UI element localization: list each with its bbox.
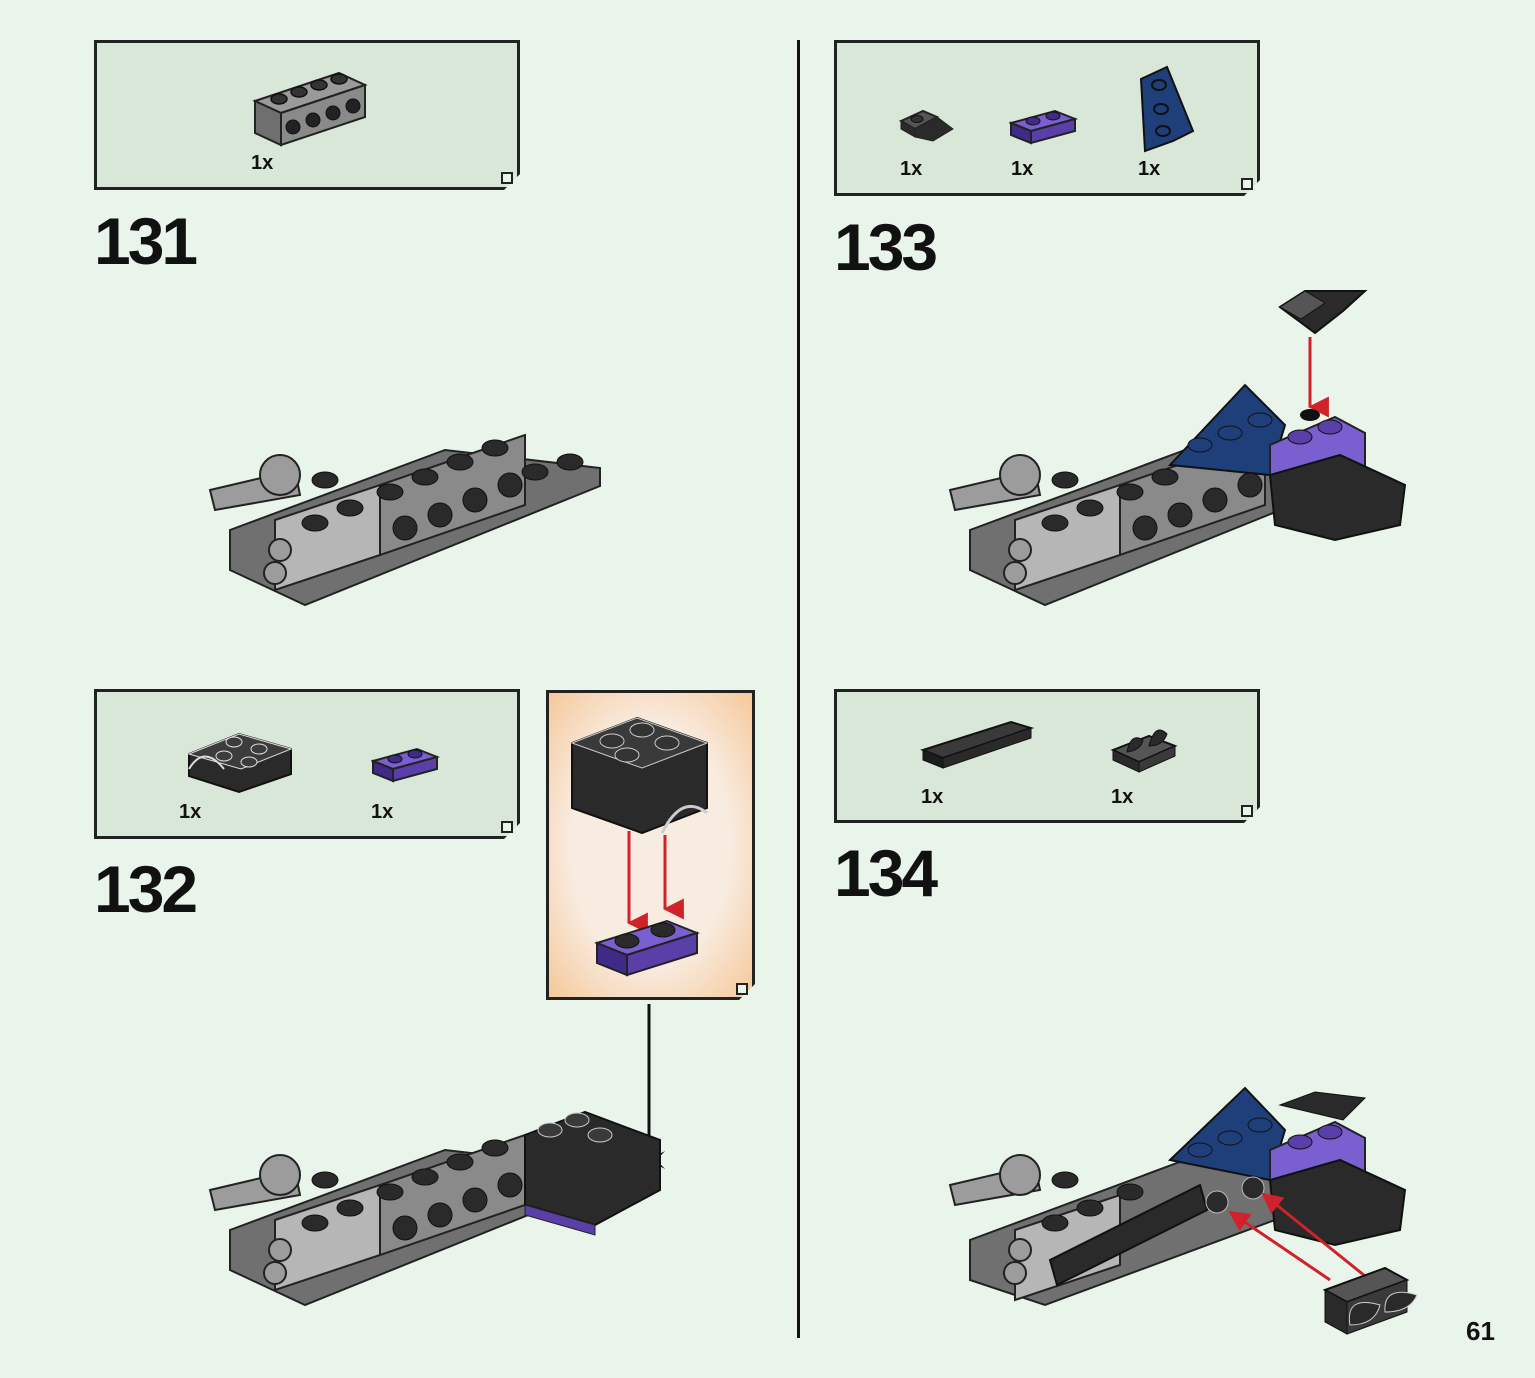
step-number-133: 133 [834,210,938,284]
sub-assembly-drawing [567,713,737,983]
corner-mark-icon [501,172,513,184]
part-qty: 1x [1138,158,1161,180]
black-1x4-tile-icon [919,716,1039,776]
model-step-131 [208,433,601,607]
blue-wedge-plate-icon [1133,63,1197,155]
page-number: 61 [1466,1316,1495,1346]
corner-mark-icon [1241,805,1253,817]
parts-list-132: 1x 1x [94,689,520,839]
purple-1x2-plate-icon [371,747,441,787]
step-number-131: 131 [94,204,198,278]
black-tooth-plate-icon [897,107,957,147]
corner-mark-icon [736,983,748,995]
black-bracket-icon [179,714,299,794]
model-step-133 [948,290,1407,607]
corner-mark-icon [1241,178,1253,190]
model-step-134 [948,1086,1418,1335]
part-qty: 1x [371,801,394,823]
parts-list-134: 1x 1x [834,689,1260,823]
page-divider [797,40,800,1338]
model-step-132 [208,1004,666,1307]
step-number-132: 132 [94,852,198,926]
part-qty: 1x [179,801,202,823]
black-double-tooth-plate-icon [1109,720,1179,776]
purple-1x2-plate-icon [1009,109,1079,149]
parts-list-133: 1x 1x 1x [834,40,1260,196]
part-qty: 1x [900,158,923,180]
step-number-134: 134 [834,836,938,910]
corner-mark-icon [501,821,513,833]
parts-list-131: 1x [94,40,520,190]
sub-assembly-callout [546,690,755,1000]
part-qty: 1x [1111,786,1134,808]
part-qty: 1x [921,786,944,808]
part-qty: 1x [1011,158,1034,180]
gray-1x4-brick-icon [251,67,371,147]
part-qty: 1x [251,152,274,174]
